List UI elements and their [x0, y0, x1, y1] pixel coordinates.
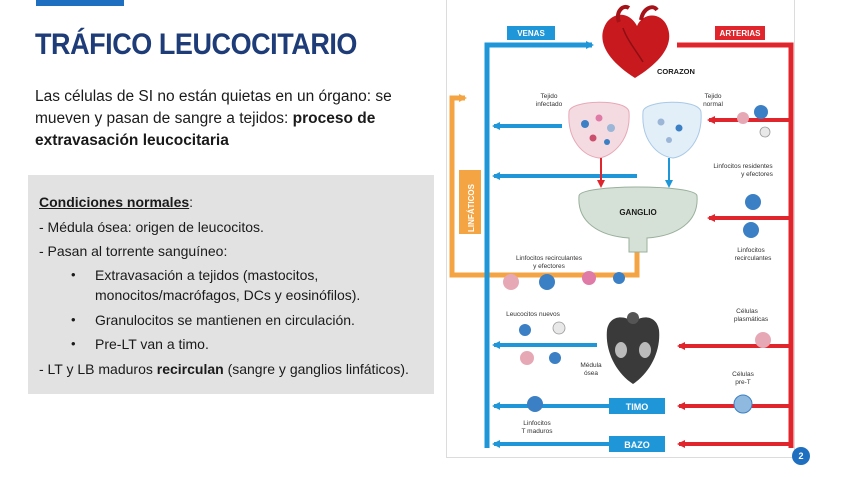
timo-box [609, 398, 665, 414]
medula-osea-label-2: ósea [584, 370, 598, 377]
bazo-label: BAZO [624, 440, 650, 450]
arterias-box [715, 26, 765, 40]
ganglio-label: GANGLIO [619, 208, 656, 217]
intro-paragraph: Las células de SI no están quietas en un… [35, 86, 405, 152]
lymphocyte-icon [503, 274, 519, 290]
heart-icon [602, 5, 670, 78]
intro-text: Las células de SI no están quietas en un… [35, 88, 392, 127]
linfocitos-residentes-label-2: y efectores [741, 171, 774, 178]
conditions-line-2: - Pasan al torrente sanguíneo: [39, 243, 228, 259]
lymphocyte-icon [745, 194, 761, 210]
lymphocyte-icon [582, 271, 596, 285]
lymphocyte-icon [613, 272, 625, 284]
medula-osea-label: Médula [580, 362, 602, 369]
corazon-label: CORAZON [657, 67, 695, 76]
leukocyte-icon [520, 351, 534, 365]
infected-tissue-icon [568, 101, 630, 159]
bullet-marker: • [71, 267, 76, 282]
lymphocyte-icon [527, 396, 543, 412]
conditions-line-1: - Médula ósea: origen de leucocitos. [39, 219, 264, 235]
linfocitos-recirculantes-right-label-2: recirculantes [735, 255, 773, 262]
cell-icon [604, 139, 610, 145]
linfocitos-recirculantes-left-label: Linfocitos recirculantes [516, 255, 583, 262]
cell-icon [589, 134, 597, 142]
cell-icon [581, 120, 589, 128]
leukocyte-icon [549, 352, 561, 364]
bullet-item: Granulocitos se mantienen en circulación… [95, 312, 355, 328]
arterias-label: ARTERIAS [720, 29, 762, 38]
linfocitos-recirculantes-left-label-2: y efectores [533, 263, 566, 270]
ganglio-icon [578, 186, 698, 253]
cell-icon [666, 137, 672, 143]
lymphocyte-icon [754, 105, 768, 119]
leukocyte-icon [552, 321, 566, 335]
intro-bold-text: proceso de extravasación leucocitaria [35, 110, 376, 149]
linfocitos-recirculantes-right-label: Linfocitos [737, 247, 765, 254]
artery-main [677, 42, 794, 448]
conditions-heading: Condiciones normales: [39, 194, 194, 210]
celulas-pre-t-label: Células [732, 371, 754, 378]
normal-tissue-icon [642, 101, 702, 159]
cell-icon [595, 114, 603, 122]
leukocyte-icon [519, 324, 531, 336]
linfaticos-label: LINFÁTICOS [467, 183, 476, 232]
celulas-plasmaticas-label: Células [736, 308, 758, 315]
celulas-pre-t-label-2: pre-T [735, 379, 751, 386]
cell-icon [657, 118, 665, 126]
linfaticos-box [459, 170, 481, 234]
bullet-marker: • [71, 336, 76, 351]
lymphocyte-icon [743, 222, 759, 238]
celulas-plasmaticas-label-2: plasmáticas [734, 316, 769, 323]
tejido-normal-label-2: normal [703, 101, 723, 108]
venas-box [507, 26, 555, 40]
tejido-infectado-label-2: infectado [536, 101, 563, 108]
bullet-marker: • [71, 312, 76, 327]
lymphocyte-icon [737, 112, 749, 124]
tejido-normal-label: Tejido [705, 93, 722, 100]
cell-icon [675, 124, 683, 132]
lymphatic-vessel [449, 94, 640, 278]
bazo-box [609, 436, 665, 452]
venas-label: VENAS [517, 29, 545, 38]
linfocitos-residentes-label: Linfocitos residentes [713, 163, 773, 170]
conditions-line-3: - LT y LB maduros recirculan (sangre y g… [39, 361, 409, 377]
page-number-badge: 2 [792, 447, 810, 465]
conditions-box: Condiciones normales: - Médula ósea: ori… [28, 175, 434, 394]
tejido-infectado-label: Tejido [541, 93, 558, 100]
slide-title: TRÁFICO LEUCOCITARIO [35, 28, 357, 61]
leucocitos-nuevos-label: Leucocitos nuevos [506, 311, 561, 318]
cell-icon [607, 124, 615, 132]
pelvis-icon [606, 312, 660, 384]
linfocitos-t-maduros-label-2: T maduros [522, 428, 554, 435]
lymphocyte-icon [539, 274, 555, 290]
timo-label: TIMO [626, 402, 649, 412]
linfocitos-t-maduros-label: Linfocitos [523, 420, 551, 427]
accent-bar [36, 0, 124, 6]
leukocyte-traffic-diagram: LINFÁTICOS VENAS ARTERIAS CORAZON Tejido… [446, 0, 795, 458]
lymphocyte-icon [759, 126, 771, 138]
vein-main [484, 41, 594, 448]
plasma-cell-icon [755, 332, 771, 348]
bullet-item: Pre-LT van a timo. [95, 336, 209, 352]
bullet-item-continued: monocitos/macrófagos, DCs y eosinófilos)… [95, 287, 361, 303]
pre-t-cell-icon [733, 394, 753, 414]
bullet-item: Extravasación a tejidos (mastocitos, [95, 267, 319, 283]
